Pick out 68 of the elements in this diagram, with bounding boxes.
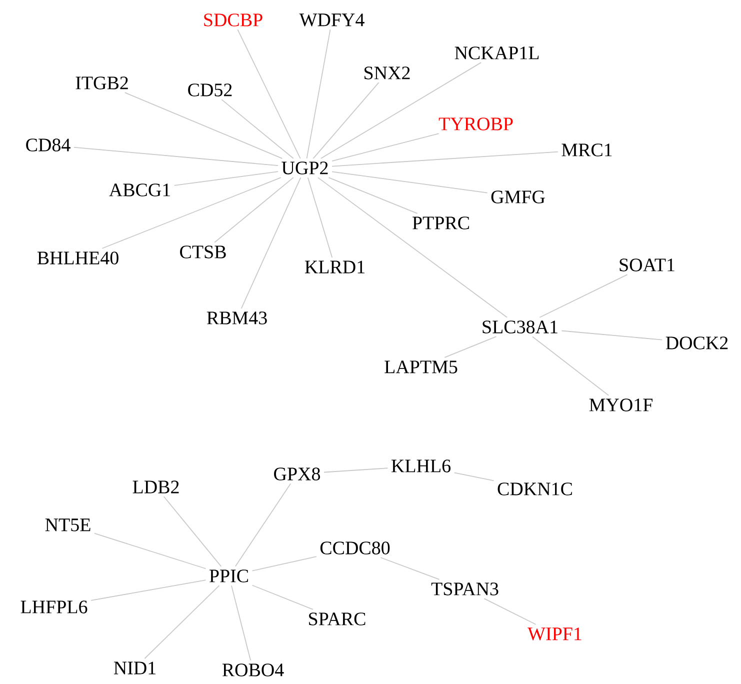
connector-line (320, 62, 482, 159)
connector-line (324, 468, 388, 473)
gene-label: TSPAN3 (431, 582, 498, 596)
connector-line (214, 177, 294, 243)
connector-line (561, 330, 663, 340)
connector-line (307, 177, 333, 258)
connector-line (90, 580, 206, 601)
connector-line (380, 557, 440, 580)
gene-label: SDCBP (204, 14, 262, 26)
gene-label: TYROBP (438, 118, 513, 130)
gene-label: CCDC80 (320, 542, 390, 554)
connector-line (102, 177, 282, 249)
connector-line (124, 92, 283, 159)
gene-label: WDFY4 (299, 14, 364, 26)
gene-label: NID1 (114, 662, 156, 674)
gene-label: KLHL6 (391, 460, 450, 472)
gene-label: SPARC (309, 612, 366, 626)
gene-label: CTSB (180, 246, 226, 258)
gene-label: CD52 (188, 84, 232, 96)
gene-label: ROBO4 (222, 664, 284, 676)
gene-label: NCKAP1L (454, 46, 539, 60)
connector-line (332, 151, 558, 167)
gene-label: MRC1 (562, 144, 612, 156)
connector-line (231, 585, 251, 661)
connector-line (174, 171, 278, 186)
gene-label: LAPTM5 (384, 360, 458, 374)
gene-label: WIPF1 (528, 628, 582, 640)
connector-line (312, 82, 380, 159)
connector-line (328, 177, 418, 214)
gene-label: LDB2 (132, 480, 179, 494)
connector-line (163, 496, 222, 567)
gene-label: UGP2 (282, 162, 328, 174)
connector-line (532, 336, 610, 396)
gene-label: LHFPL6 (20, 600, 88, 614)
gene-label: CDKN1C (498, 482, 572, 496)
gene-label: SNX2 (364, 66, 410, 80)
gene-label: PPIC (210, 570, 248, 582)
gene-label: NT5E (45, 518, 90, 532)
gene-label: SLC38A1 (482, 320, 558, 334)
connector-line (240, 177, 302, 309)
connector-line (444, 336, 497, 358)
connector-line (484, 598, 536, 625)
gene-label: ABCG1 (109, 184, 170, 196)
gene-label: SOAT1 (620, 258, 674, 272)
gene-label: GMFG (491, 190, 545, 204)
gene-label: CD84 (26, 138, 70, 152)
connector-line (234, 483, 292, 567)
gene-label: PTPRC (412, 216, 469, 230)
gene-label: BHLHE40 (37, 252, 118, 264)
gene-label: GPX8 (274, 468, 320, 480)
connector-line (306, 29, 331, 159)
connector-line (252, 584, 314, 610)
connector-line (144, 585, 220, 659)
gene-label: RBM43 (206, 312, 267, 324)
connector-line (332, 171, 488, 194)
gene-label: MYO1F (589, 398, 652, 412)
gene-label: ITGB2 (76, 76, 128, 90)
gene-label: KLRD1 (304, 260, 364, 274)
connector-line (73, 146, 278, 166)
connector-line (94, 532, 206, 570)
connector-line (332, 133, 440, 162)
connector-line (318, 177, 508, 318)
connector-line (252, 556, 317, 572)
connector-line (221, 99, 294, 159)
gene-label: DOCK2 (666, 336, 728, 350)
connector-line (454, 472, 494, 482)
connector-line (237, 29, 301, 159)
connector-line (539, 274, 628, 318)
